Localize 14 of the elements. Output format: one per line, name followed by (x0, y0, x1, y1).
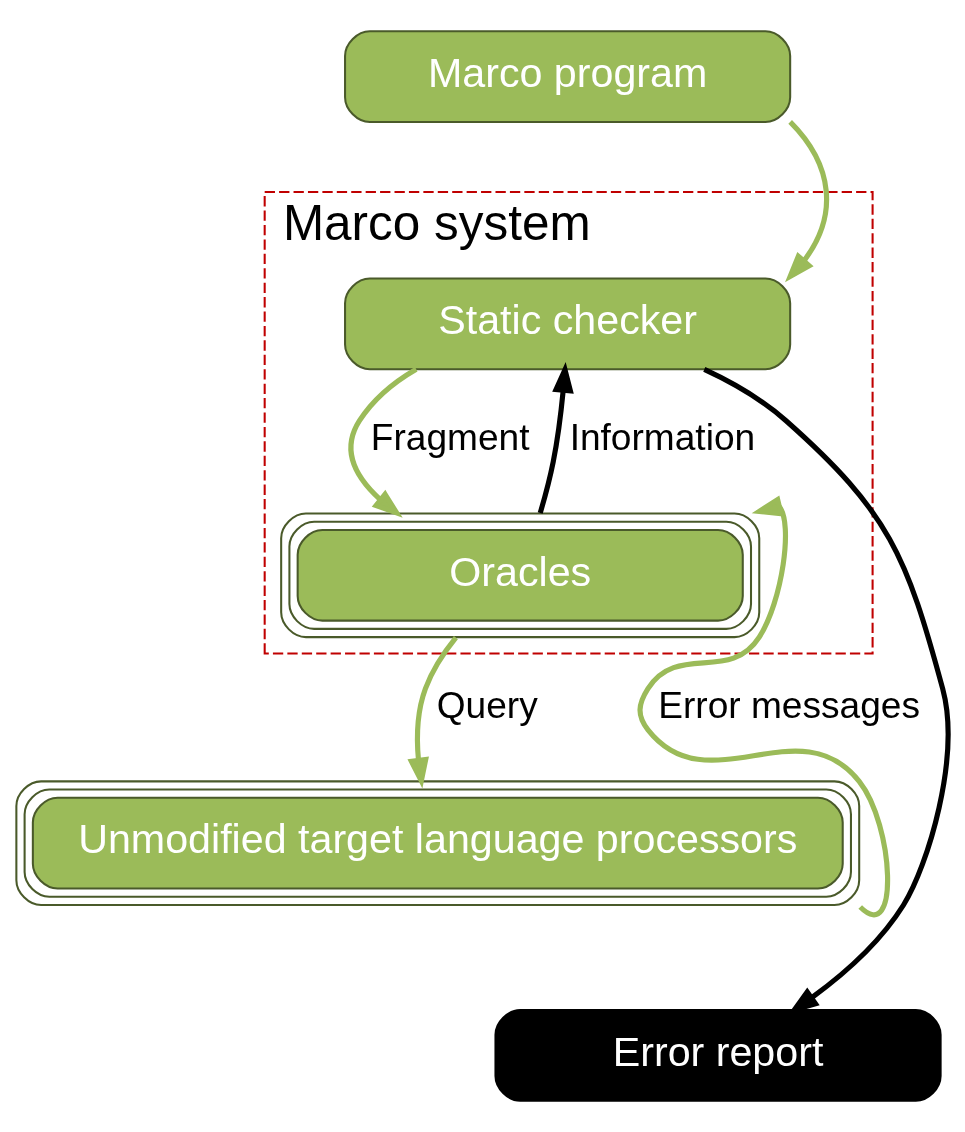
node-box: Unmodified target language processors (15, 780, 861, 906)
arrow (348, 367, 418, 518)
node-box: Marco program (344, 30, 792, 123)
edge-label: Error messages (658, 684, 920, 727)
arrow (537, 361, 574, 514)
node-box: Oracles (280, 512, 761, 639)
arrow (407, 635, 458, 789)
edge-label: Information (569, 416, 756, 459)
arrow (785, 120, 830, 283)
node-box: Static checker (344, 277, 792, 371)
edge-label: Fragment (370, 416, 530, 459)
edge-label: Query (436, 684, 538, 727)
arrow (637, 495, 891, 917)
node-box: Error report (494, 1009, 942, 1102)
